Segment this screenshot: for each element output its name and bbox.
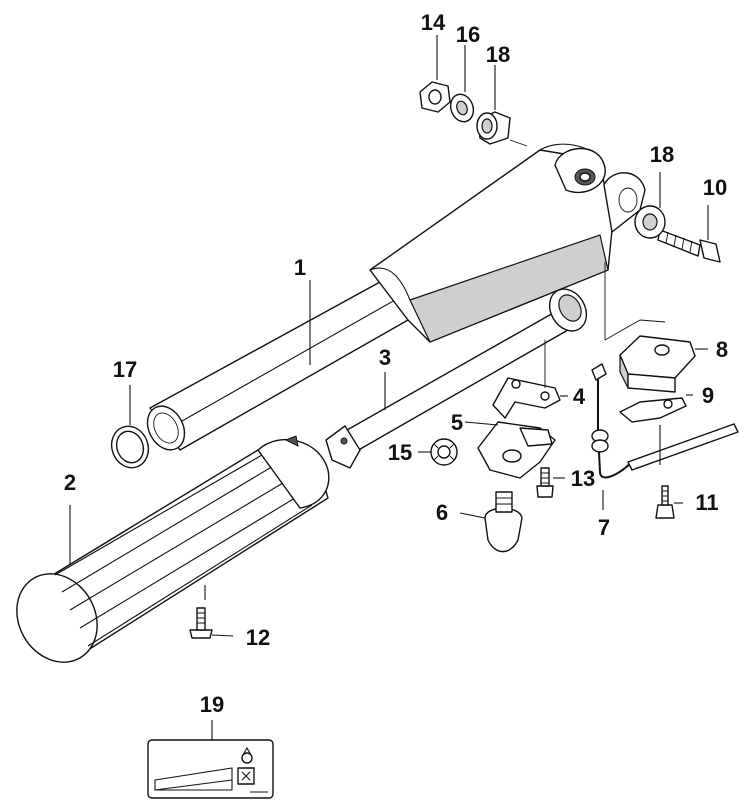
callout-14: 14 (421, 10, 446, 35)
part-7-cable-link (591, 363, 633, 510)
callout-17: 17 (113, 357, 137, 382)
part-3-throttle-shaft (325, 288, 588, 469)
part-8-clamp-block (604, 262, 708, 393)
part-2-grip (16, 435, 330, 663)
part-9-clip (619, 394, 739, 471)
part-13-screw (536, 467, 565, 498)
leader-line-5 (464, 421, 499, 426)
callout-3: 3 (379, 345, 391, 370)
callout-9: 9 (702, 383, 714, 408)
callout-18-top: 18 (486, 42, 510, 67)
part-16-washer (449, 45, 475, 123)
callout-15: 15 (388, 440, 412, 465)
part-12-screw (189, 607, 234, 639)
part-14-nut (419, 35, 451, 113)
callout-5: 5 (451, 410, 463, 435)
callout-18-right: 18 (650, 142, 674, 167)
callout-10: 10 (703, 175, 727, 200)
part-18-bushing-top (476, 65, 511, 145)
part-10-bolt (657, 205, 721, 263)
leader-line-12 (211, 634, 234, 637)
part-5-bracket (464, 421, 556, 479)
part-18-bushing-right (634, 172, 666, 239)
callout-7: 7 (598, 515, 610, 540)
callout-2: 2 (64, 470, 76, 495)
leader-line-6 (459, 512, 486, 519)
part-11-small-bolt (655, 485, 683, 519)
part-15-lock-washer (418, 438, 458, 466)
callout-6: 6 (436, 500, 448, 525)
part-19-decal (147, 720, 274, 799)
part-17-o-ring (110, 385, 150, 469)
callout-11: 11 (695, 490, 718, 515)
callout-4: 4 (573, 384, 586, 409)
callout-12: 12 (246, 625, 270, 650)
callout-8: 8 (716, 337, 728, 362)
callout-1: 1 (294, 255, 306, 280)
part-6-friction-knob (459, 491, 523, 553)
callout-19: 19 (200, 692, 224, 717)
callout-13: 13 (571, 466, 595, 491)
part-4-plate (492, 340, 568, 419)
part-1-tiller-arm (146, 139, 646, 451)
callout-16: 16 (456, 22, 480, 47)
